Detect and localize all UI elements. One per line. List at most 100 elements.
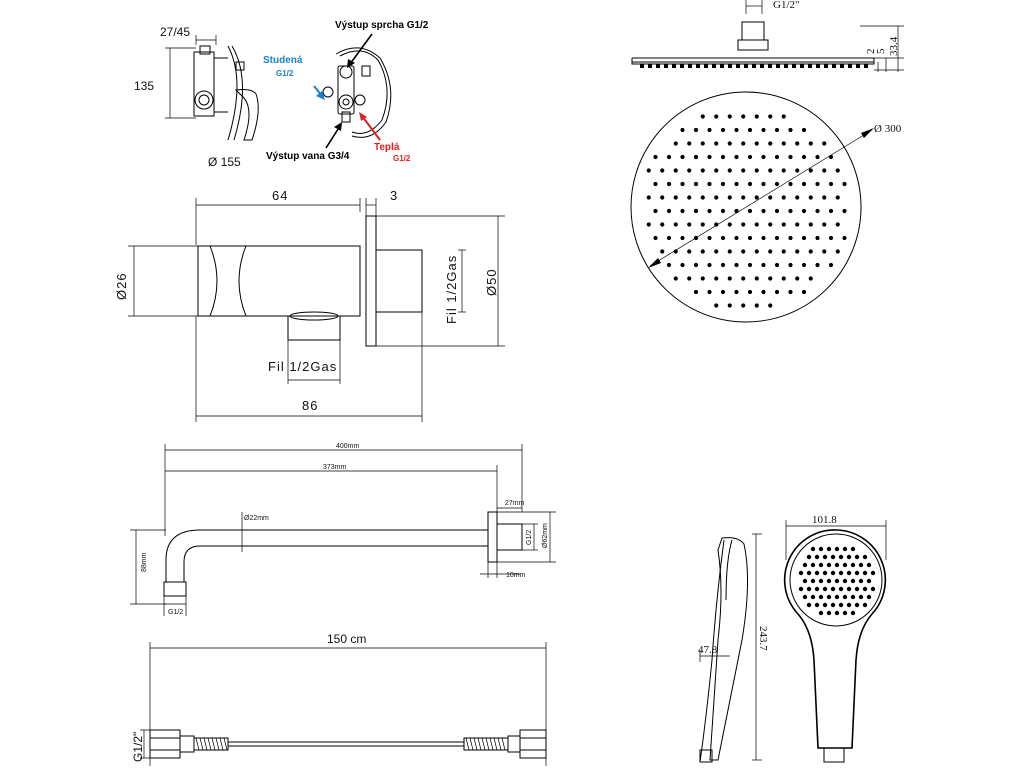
nozzle-hole bbox=[727, 249, 732, 254]
nozzle-hole bbox=[835, 168, 840, 173]
nozzle-hole bbox=[734, 154, 739, 160]
nozzle-hole bbox=[761, 262, 766, 268]
nozzle-hole bbox=[714, 303, 719, 308]
nozzle-hole bbox=[673, 276, 678, 281]
nozzle-hole bbox=[680, 154, 685, 160]
hose-rib bbox=[501, 737, 506, 751]
nozzle-tip bbox=[864, 64, 868, 68]
nozzle-tip bbox=[640, 64, 644, 68]
nozzle-hole bbox=[788, 154, 793, 160]
nozzle-hole bbox=[673, 141, 678, 146]
hand-shower-hole bbox=[862, 586, 868, 592]
nozzle-hole bbox=[660, 168, 665, 173]
nozzle-hole bbox=[707, 208, 712, 214]
arm-end-thread-label: G1/2 bbox=[526, 530, 533, 545]
hand-shower-hole bbox=[834, 562, 840, 568]
hand-shower-hole bbox=[842, 546, 848, 552]
hand-shower-hole bbox=[842, 578, 848, 584]
nozzle-hole bbox=[673, 195, 678, 200]
elbow-body-dia-label: Ø26 bbox=[114, 272, 129, 300]
nozzle-hole bbox=[795, 276, 800, 281]
nozzle-hole bbox=[788, 181, 793, 187]
nozzle-hole bbox=[768, 222, 773, 227]
nozzle-hole bbox=[795, 168, 800, 173]
nozzle-hole bbox=[693, 208, 699, 214]
hose-rib bbox=[465, 737, 470, 751]
arm-drop-label: 88mm bbox=[141, 552, 148, 572]
mixer-drawing: 27/45 135 Ø 155 Výstup sprcha G1/2 bbox=[134, 20, 429, 169]
showerhead-drawing: G1/2" 2 5 33.4 Ø 300 bbox=[630, 0, 904, 323]
hand-shower-hole bbox=[826, 594, 832, 600]
mixer-diameter-label: Ø 155 bbox=[208, 155, 241, 169]
nozzle-hole bbox=[774, 262, 780, 268]
nozzle-tip bbox=[720, 64, 724, 68]
hose-rib bbox=[469, 737, 474, 751]
nozzle-hole bbox=[720, 154, 726, 160]
nozzle-hole bbox=[768, 249, 773, 254]
hand-shower-hole bbox=[850, 578, 856, 584]
nozzle-hole bbox=[741, 276, 746, 281]
nozzle-tip bbox=[824, 64, 828, 68]
nozzle-hole bbox=[761, 289, 766, 295]
elbow-bottom-thread-label: Fil 1/2Gas bbox=[268, 359, 337, 374]
shower-arm-drawing: 400mm 373mm Ø22mm 27mm G1/2 Ø62mm 10mm 8… bbox=[130, 443, 556, 616]
nozzle-hole bbox=[741, 168, 746, 173]
hand-shower-drawing: 243.7 47.8 101.8 bbox=[662, 505, 904, 768]
nozzle-hole bbox=[754, 141, 759, 146]
nozzle-hole bbox=[801, 181, 807, 187]
nozzle-hole bbox=[673, 249, 678, 254]
nozzle-hole bbox=[653, 181, 658, 187]
nozzle-hole bbox=[761, 154, 766, 160]
nozzle-hole bbox=[673, 222, 678, 227]
nozzle-tip bbox=[784, 64, 788, 68]
nozzle-tip bbox=[768, 64, 772, 68]
nozzle-hole bbox=[774, 127, 780, 133]
nozzle-hole bbox=[754, 249, 759, 254]
nozzle-tip bbox=[760, 64, 764, 68]
hand-shower-hole bbox=[822, 586, 828, 592]
nozzle-hole bbox=[788, 127, 793, 133]
nozzle-hole bbox=[754, 114, 759, 119]
nozzle-hole bbox=[720, 181, 726, 187]
nozzle-hole bbox=[673, 168, 678, 173]
hand-shower-hole bbox=[810, 562, 816, 568]
hand-shower-hole bbox=[850, 594, 856, 600]
arm-wall-label: 10mm bbox=[506, 572, 526, 579]
nozzle-hole bbox=[734, 235, 739, 241]
nozzle-hole bbox=[700, 168, 705, 173]
nozzle-hole bbox=[687, 249, 692, 254]
hand-shower-hole bbox=[818, 594, 824, 600]
nozzle-hole bbox=[680, 235, 685, 241]
nozzle-hole bbox=[700, 276, 705, 281]
nozzle-hole bbox=[768, 195, 773, 200]
nozzle-hole bbox=[747, 262, 753, 268]
hand-shower-hole bbox=[846, 570, 852, 576]
nozzle-hole bbox=[693, 154, 699, 160]
nozzle-hole bbox=[714, 222, 719, 227]
hand-shower-hole bbox=[842, 610, 848, 616]
showerhead-dim-c: 33.4 bbox=[888, 36, 900, 56]
nozzle-hole bbox=[781, 168, 786, 173]
hose-rib bbox=[203, 737, 208, 751]
nozzle-hole bbox=[687, 195, 692, 200]
nozzle-hole bbox=[693, 181, 699, 187]
hose-rib bbox=[223, 737, 228, 751]
nozzle-hole bbox=[741, 195, 746, 200]
hand-shower-hole bbox=[806, 586, 812, 592]
nozzle-hole bbox=[714, 168, 719, 173]
nozzle-hole bbox=[761, 127, 766, 133]
hand-shower-hole bbox=[822, 554, 828, 560]
nozzle-tip bbox=[672, 64, 676, 68]
hand-shower-hole bbox=[854, 602, 860, 608]
hand-shower-hole bbox=[870, 570, 876, 576]
nozzle-hole bbox=[727, 114, 732, 119]
hose-length-label: 150 cm bbox=[327, 632, 366, 646]
nozzle-hole bbox=[822, 141, 827, 146]
nozzle-hole bbox=[808, 222, 813, 227]
nozzle-hole bbox=[808, 168, 813, 173]
nozzle-tip bbox=[792, 64, 796, 68]
nozzle-tip bbox=[744, 64, 748, 68]
hand-shower-hole bbox=[850, 546, 856, 552]
nozzle-hole bbox=[646, 195, 651, 200]
hand-shower-hole bbox=[834, 578, 840, 584]
